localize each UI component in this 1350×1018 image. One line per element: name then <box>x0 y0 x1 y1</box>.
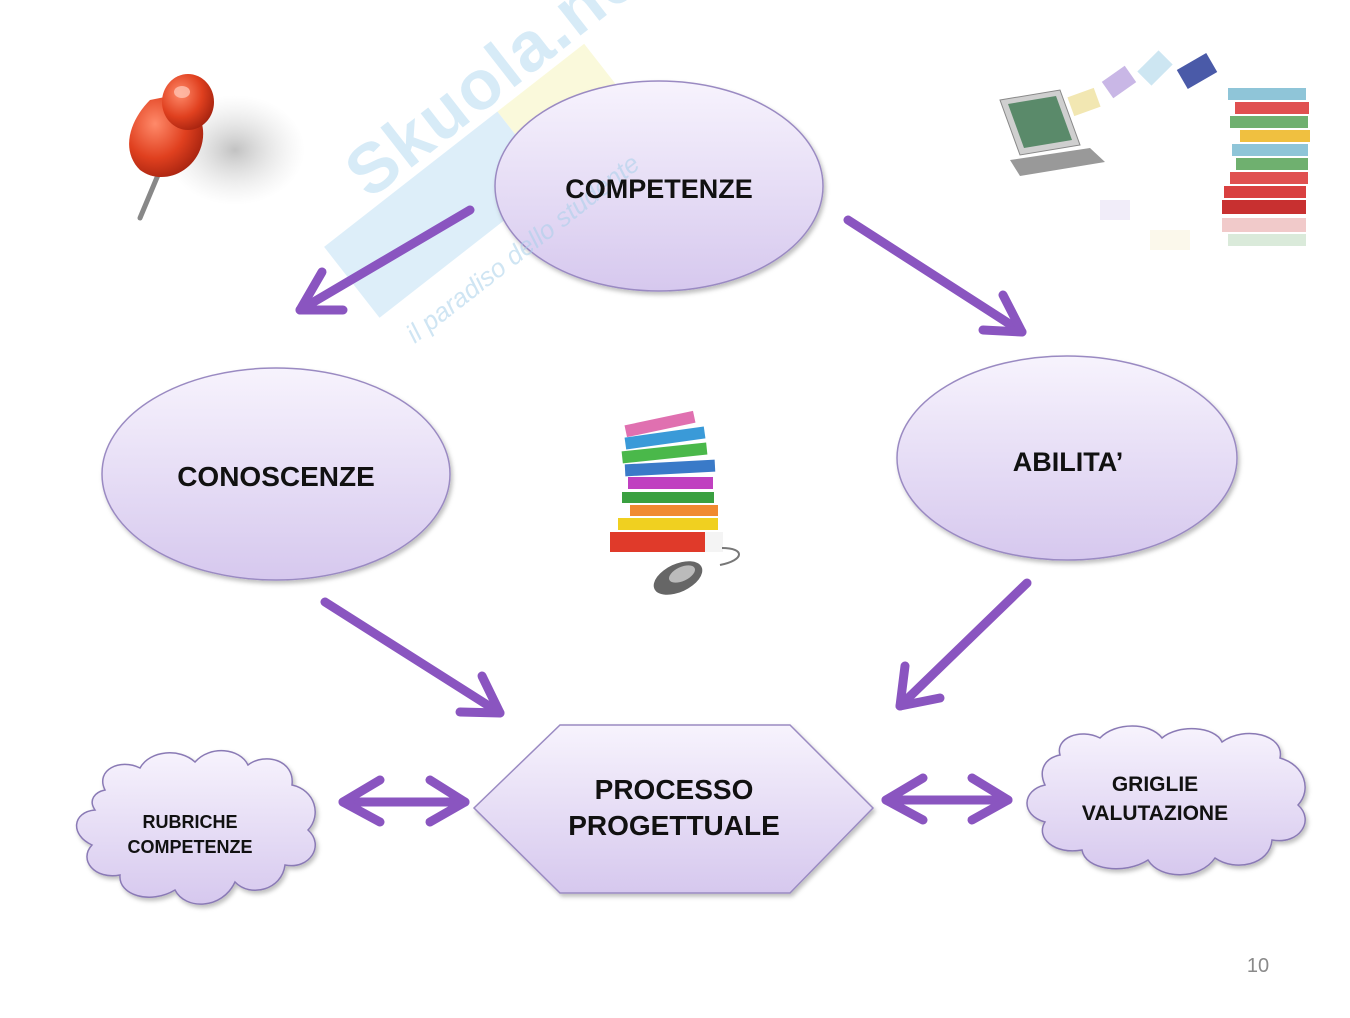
node-conoscenze-label: CONOSCENZE <box>177 461 375 492</box>
books-mouse-image <box>610 410 740 595</box>
node-conoscenze-shape <box>101 367 451 581</box>
double-arrow-processo-rubriche <box>338 775 470 827</box>
node-processo-label-line2: PROGETTUALE <box>568 810 780 842</box>
node-abilita-shape <box>896 355 1238 561</box>
node-processo: PROCESSO PROGETTUALE <box>474 772 874 845</box>
arrow-competenze-to-abilita <box>843 215 1027 337</box>
pushpin-image <box>129 74 305 221</box>
node-abilita: ABILITA’ <box>898 445 1238 480</box>
node-competenze-label: COMPETENZE <box>565 174 753 204</box>
node-abilita-label: ABILITA’ <box>1012 447 1124 477</box>
arrow-competenze-to-conoscenze <box>295 205 475 315</box>
laptop-books-image <box>982 10 1322 280</box>
node-competenze: COMPETENZE <box>500 172 818 207</box>
node-rubriche-label-line2: COMPETENZE <box>127 837 253 858</box>
double-arrow-processo-griglie <box>881 773 1013 825</box>
node-rubriche: RUBRICHE COMPETENZE <box>95 810 285 860</box>
node-griglie-shape <box>1026 725 1306 876</box>
node-processo-label-line1: PROCESSO <box>594 774 754 805</box>
node-griglie-label-line1: GRIGLIE <box>1111 773 1199 796</box>
node-processo-shape <box>472 724 875 894</box>
arrow-conoscenze-to-processo <box>320 597 505 718</box>
node-conoscenze: CONOSCENZE <box>102 459 450 495</box>
node-griglie: GRIGLIE VALUTAZIONE <box>1055 770 1255 829</box>
slide-number: 10 <box>1246 955 1270 977</box>
arrows <box>295 205 1032 827</box>
arrow-abilita-to-processo <box>895 578 1032 711</box>
node-griglie-label-line2: VALUTAZIONE <box>1081 802 1229 826</box>
node-rubriche-shape <box>75 749 316 905</box>
node-rubriche-label-line1: RUBRICHE <box>142 812 238 832</box>
node-competenze-shape <box>494 80 824 292</box>
